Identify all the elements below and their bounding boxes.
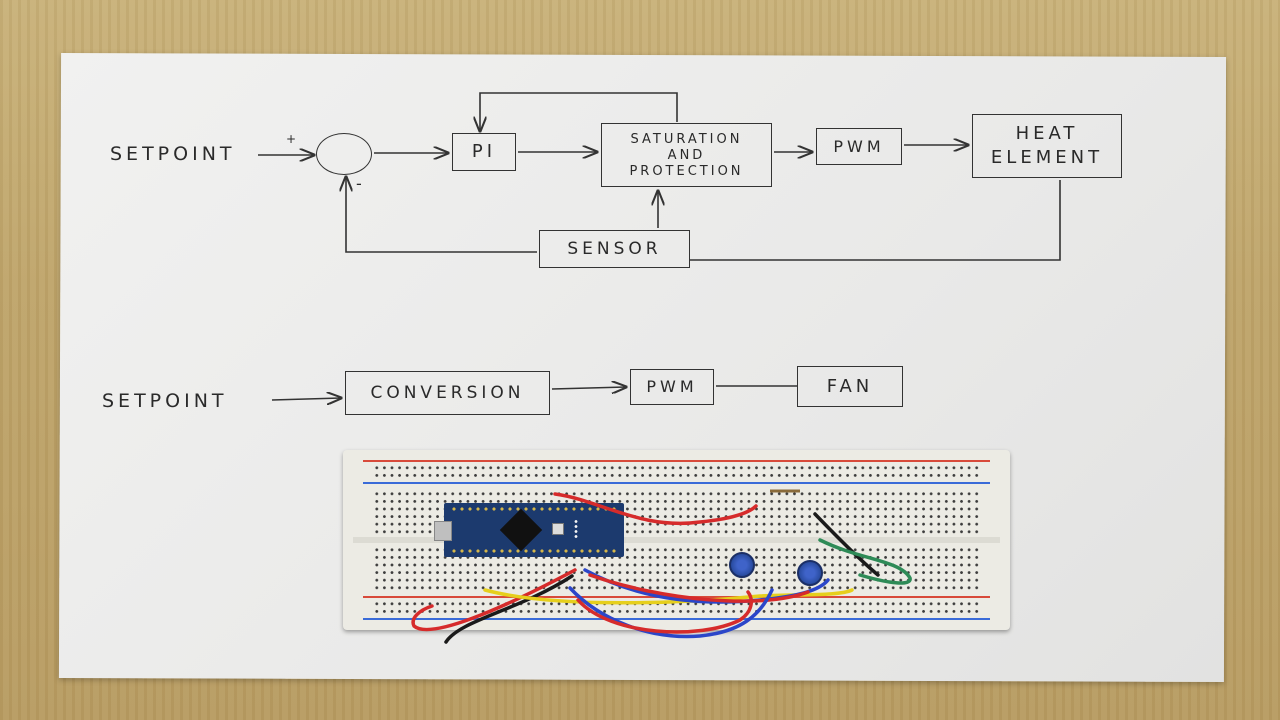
heat-line-2: ELEMENT <box>990 147 1104 168</box>
summing-junction <box>316 133 372 175</box>
setpoint-label: SETPOINT <box>110 143 236 165</box>
setpoint-label-2: SETPOINT <box>102 390 228 412</box>
plus-sign: + <box>286 132 297 146</box>
feedback-saturation-to-pi <box>480 92 678 131</box>
rail-blue-bottom <box>363 618 990 620</box>
saturation-line-1: SATURATION <box>630 131 743 147</box>
wire-black-1 <box>444 574 574 644</box>
saturation-line-3: PROTECTION <box>629 163 744 179</box>
pin-header-bottom <box>450 549 618 553</box>
conversion-block: CONVERSION <box>345 371 550 415</box>
status-leds <box>574 519 578 539</box>
sensor-block: SENSOR <box>539 230 690 268</box>
fan-label: FAN <box>826 375 874 397</box>
potentiometer-1 <box>729 552 755 578</box>
pi-label: PI <box>471 141 497 162</box>
center-channel <box>353 537 1000 543</box>
rail-holes-bottom <box>373 600 980 616</box>
heat-line-1: HEAT <box>1015 123 1079 144</box>
usb-port <box>434 521 452 541</box>
rail-holes-top <box>373 464 980 480</box>
arrow-sensor-to-sum <box>346 177 537 253</box>
wire-yellow-1 <box>483 588 854 605</box>
reset-button <box>552 523 564 535</box>
pwm-block-2: PWM <box>630 369 714 405</box>
saturation-line-2: AND <box>667 147 706 163</box>
pin-header-top <box>450 507 618 511</box>
pi-block: PI <box>452 133 516 171</box>
conversion-label: CONVERSION <box>370 382 525 403</box>
minus-sign: - <box>356 174 362 193</box>
heat-element-block: HEAT ELEMENT <box>972 114 1122 178</box>
potentiometer-2 <box>797 560 823 586</box>
saturation-block: SATURATION AND PROTECTION <box>601 123 772 187</box>
rail-blue-top <box>363 482 990 484</box>
wire-red-3 <box>588 573 810 603</box>
arrow-conversion-to-pwm <box>551 387 626 389</box>
wire-red-4 <box>576 590 754 634</box>
sensor-label: SENSOR <box>567 238 662 259</box>
pwm-label-2: PWM <box>646 377 698 396</box>
wire-green-1 <box>818 538 912 585</box>
wire-blue-2 <box>568 586 774 639</box>
arduino-nano <box>434 503 624 557</box>
wire-red-1 <box>553 492 758 525</box>
arrow-setpoint2-to-conversion <box>271 398 341 400</box>
pwm-label-1: PWM <box>833 136 885 156</box>
rail-red-top <box>363 460 990 462</box>
fan-block: FAN <box>797 366 903 407</box>
wire-black-2 <box>813 512 880 577</box>
line-heat-to-sensor <box>690 180 1061 261</box>
pwm-block-1: PWM <box>816 128 902 165</box>
